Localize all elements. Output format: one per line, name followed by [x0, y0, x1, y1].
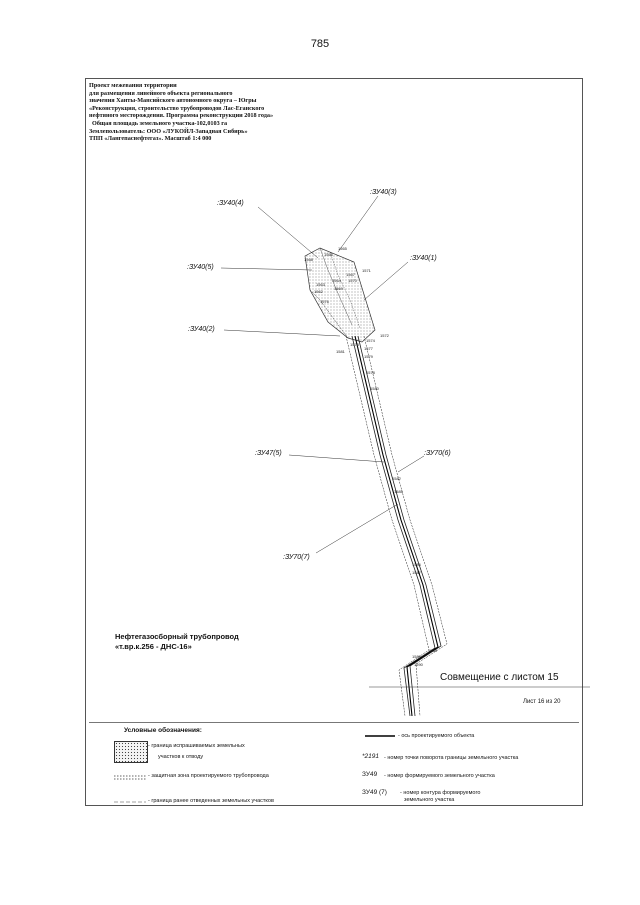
- point-number: 1568: [304, 257, 314, 262]
- drawing-header: Проект межевания территории для размещен…: [89, 82, 349, 143]
- pipeline-corridor: [345, 335, 448, 717]
- parcel-label-zu47-5: :ЗУ47(5): [255, 450, 282, 457]
- point-number: 1577: [364, 346, 374, 351]
- point-number: 1573: [350, 342, 360, 347]
- page-number: 785: [310, 38, 330, 50]
- point-number: 1567: [346, 272, 356, 277]
- point-number: 1589: [412, 654, 422, 659]
- header-line: нефтяного месторождения. Программа рекон…: [89, 112, 274, 120]
- header-line: для размещения линейного объекта региона…: [89, 89, 233, 97]
- header-line: значения Ханты-Мансийского автономного о…: [89, 97, 257, 105]
- legend: [89, 722, 579, 804]
- parcel-label-zu40-3: :ЗУ40(3): [370, 189, 397, 196]
- point-number: 1586: [412, 562, 422, 567]
- parcel-zu40: [304, 247, 376, 343]
- legend-text: участков к отводу: [158, 754, 204, 760]
- point-number: 1580: [370, 386, 380, 391]
- point-number: 1572: [380, 333, 390, 338]
- point-number: 1579: [364, 354, 374, 359]
- legend-text: - номер контура формируемого: [400, 790, 481, 796]
- point-number: 1564: [332, 278, 342, 283]
- parcel-label-zu70-6: :ЗУ70(6): [424, 450, 451, 457]
- legend-parcel-code: ЗУ49: [362, 771, 378, 778]
- legend-symbols: [114, 735, 395, 803]
- sheet-match-note: Совмещение с листом 15: [440, 672, 559, 683]
- header-line: Проект межевания территории: [89, 82, 177, 89]
- header-line: Общая площадь земельного участка-102,010…: [92, 119, 228, 127]
- legend-text: - ось проектируемого объекта: [398, 733, 475, 739]
- legend-text: - защитная зона проектируемого трубопров…: [148, 773, 269, 779]
- parcel-label-zu40-5: :ЗУ40(5): [187, 264, 214, 271]
- point-number: 1581: [336, 349, 346, 354]
- point-number: 1590: [414, 662, 424, 667]
- legend-text: - номер формируемого земельного участка: [384, 773, 495, 779]
- header-line: ТПП «Лангепаснефтегаз». Масштаб 1:4 000: [89, 135, 212, 143]
- legend-point-code: *2191: [362, 753, 379, 760]
- legend-text: земельного участка: [404, 797, 455, 803]
- legend-text: - номер точки поворота границы земельног…: [384, 755, 519, 761]
- header-line: «Реконструкция, строительство трубопрово…: [89, 104, 265, 112]
- legend-point-code-value: 2191: [364, 753, 379, 760]
- drawing-frame: [85, 78, 583, 806]
- point-number: 1570: [348, 278, 358, 283]
- header-line: Землепользователь: ООО «ЛУКОЙЛ-Западная …: [89, 127, 248, 135]
- point-number: 1588: [428, 648, 438, 653]
- point-number: 1585: [394, 489, 404, 494]
- pipeline-name-line: Нефтегазосборный трубопровод: [115, 632, 239, 641]
- point-number: 1578: [366, 370, 376, 375]
- point-number: 1574: [366, 338, 376, 343]
- parcel-label-zu40-1: :ЗУ40(1): [410, 255, 437, 262]
- point-number: 1565: [338, 246, 348, 251]
- point-number: 1563: [316, 282, 326, 287]
- parcel-label-zu40-2: :ЗУ40(2): [188, 326, 215, 333]
- pipeline-name: Нефтегазосборный трубопровод «т.вр.к.256…: [115, 632, 239, 652]
- legend-text: - граница ранее отведенных земельных уча…: [148, 798, 274, 804]
- point-number: 1569: [334, 286, 344, 291]
- legend-contour-code: ЗУ49 (7): [362, 789, 387, 796]
- point-number: 1562: [314, 289, 324, 294]
- legend-text: - граница испрашиваемых земельных: [148, 743, 245, 749]
- legend-dotted-swatch: [114, 741, 148, 763]
- point-number: 1587: [412, 570, 422, 575]
- point-number: 1576: [320, 299, 330, 304]
- sheet-number: Лист 16 из 20: [523, 699, 561, 705]
- parcel-label-zu70-7: :ЗУ70(7): [283, 554, 310, 561]
- legend-title: Условные обозначения:: [124, 727, 202, 734]
- point-number: 1571: [362, 268, 372, 273]
- turn-point-numbers: 1568 1566 1565 1571 1567 1564 1570 1563 …: [304, 246, 438, 667]
- parcel-label-zu40-4: :ЗУ40(4): [217, 200, 244, 207]
- point-number: 1566: [324, 252, 334, 257]
- pipeline-name-line: «т.вр.к.256 - ДНС-16»: [115, 642, 192, 651]
- leader-lines: [220, 195, 590, 688]
- point-number: 1582: [392, 476, 402, 481]
